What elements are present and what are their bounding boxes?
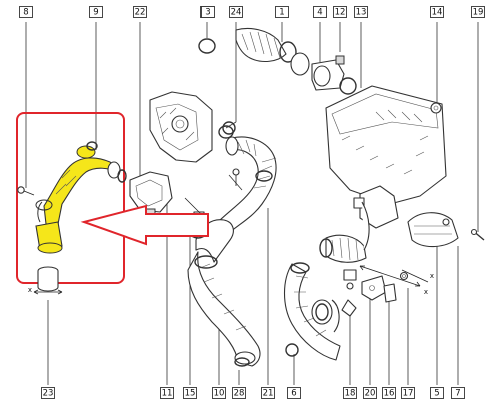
callout-18: 18 <box>343 387 357 399</box>
callout-number: 23 <box>43 389 54 399</box>
callout-labels: 8922224141213141923111510282161820161757… <box>19 6 485 399</box>
callout-box <box>232 387 246 399</box>
callout-6: 6 <box>287 387 301 399</box>
callout-number: 6 <box>291 389 296 399</box>
callout-box <box>133 6 147 18</box>
callout-12: 12 <box>333 6 347 18</box>
callout-box <box>41 387 55 399</box>
callout-5: 5 <box>430 387 444 399</box>
highlight-frame <box>16 112 125 284</box>
air-intake-assembly <box>198 27 357 139</box>
dimension-mark: x <box>430 272 434 280</box>
callout-box <box>333 6 347 18</box>
callout-box <box>363 387 377 399</box>
callout-4: 4 <box>313 6 327 18</box>
leader-lines <box>25 22 479 385</box>
callout-13: 13 <box>354 6 368 18</box>
callout-number: 9 <box>93 8 98 18</box>
callout-3: 3 <box>201 6 215 18</box>
callout-11: 11 <box>160 387 174 399</box>
callout-box <box>89 6 103 18</box>
callout-20: 20 <box>363 387 377 399</box>
callout-number: 5 <box>434 389 439 399</box>
callout-number: 20 <box>365 389 376 399</box>
callout-number: 28 <box>234 389 245 399</box>
callout-box <box>19 6 33 18</box>
callout-box <box>471 6 485 18</box>
callout-number: 10 <box>214 389 225 399</box>
dimension-mark: x <box>424 288 428 296</box>
callout-7: 7 <box>451 387 465 399</box>
callout-box <box>183 387 197 399</box>
callout-8: 8 <box>19 6 33 18</box>
callout-number: 11 <box>162 389 173 399</box>
callout-box <box>229 6 243 18</box>
callout-22: 22 <box>133 6 147 18</box>
callout-number: 4 <box>317 8 322 18</box>
callout-number: 3 <box>205 8 210 18</box>
callout-number: 13 <box>356 8 367 18</box>
callout-number: 15 <box>185 389 196 399</box>
part-23-seal: x <box>28 266 63 295</box>
bracket-fittings: x x <box>232 168 434 317</box>
callout-number: 18 <box>345 389 356 399</box>
callout-14: 14 <box>430 6 444 18</box>
engine-right-block <box>325 85 485 248</box>
callout-24: 24 <box>229 6 243 18</box>
callout-box <box>313 6 327 18</box>
callout-number: 17 <box>403 389 414 399</box>
highlight-arrow <box>80 204 209 246</box>
callout-box <box>201 6 215 18</box>
callout-box <box>343 387 357 399</box>
callout-box <box>430 6 444 18</box>
callout-number: 14 <box>432 8 443 18</box>
callout-box <box>382 387 396 399</box>
callout-number: 8 <box>23 8 28 18</box>
callout-box <box>212 387 226 399</box>
callout-number: 16 <box>384 389 395 399</box>
lower-pipe-assembly <box>284 201 370 361</box>
callout-19: 19 <box>471 6 485 18</box>
callout-17: 17 <box>401 387 415 399</box>
callout-number: 7 <box>455 389 460 399</box>
highlighted-hose-part <box>17 141 127 254</box>
callout-21: 21 <box>261 387 275 399</box>
dimension-mark: x <box>28 286 32 294</box>
callout-number: 12 <box>335 8 346 18</box>
callout-box <box>430 387 444 399</box>
callout-9: 9 <box>89 6 103 18</box>
callout-number: 22 <box>135 8 146 18</box>
callout-box <box>275 6 289 18</box>
callout-box <box>401 387 415 399</box>
callout-28: 28 <box>232 387 246 399</box>
callout-number: 19 <box>473 8 484 18</box>
callout-box <box>451 387 465 399</box>
callout-number: 1 <box>279 8 284 18</box>
callout-16: 16 <box>382 387 396 399</box>
callout-box <box>160 387 174 399</box>
callout-number: 24 <box>231 8 242 18</box>
callout-number: 21 <box>263 389 274 399</box>
callout-1: 1 <box>275 6 289 18</box>
callout-box <box>287 387 301 399</box>
callout-box <box>261 387 275 399</box>
callout-15: 15 <box>183 387 197 399</box>
callout-10: 10 <box>212 387 226 399</box>
callout-box <box>354 6 368 18</box>
engine-left-housing <box>129 91 213 218</box>
callout-23: 23 <box>41 387 55 399</box>
